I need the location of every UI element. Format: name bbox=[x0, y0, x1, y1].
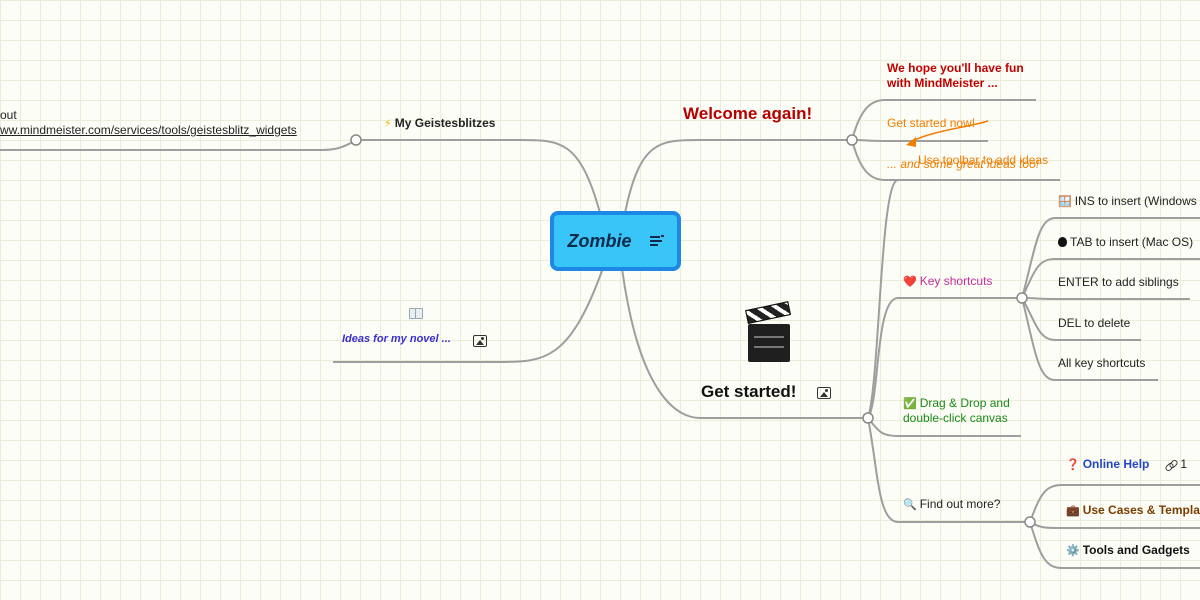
image-icon[interactable] bbox=[817, 387, 831, 399]
briefcase-icon: 💼 bbox=[1066, 504, 1080, 517]
windows-icon: 🪟 bbox=[1058, 195, 1072, 208]
image-icon[interactable] bbox=[473, 335, 487, 347]
topic-label: Online Help bbox=[1082, 457, 1150, 471]
attached-links[interactable]: 1 bbox=[1164, 457, 1188, 473]
topic-get-started-now[interactable]: Get started now! bbox=[887, 116, 975, 130]
topic-label: ENTER to add siblings bbox=[1058, 275, 1179, 289]
central-node-title: Zombie bbox=[567, 230, 632, 251]
topic-label: Welcome again! bbox=[683, 104, 813, 123]
topic-label: All key shortcuts bbox=[1058, 356, 1146, 370]
link-icon bbox=[1164, 458, 1179, 473]
topic-tools-and-gadgets[interactable]: ⚙️Tools and Gadgets bbox=[1066, 543, 1190, 557]
topic-use-toolbar[interactable]: Use toolbar to add ideas bbox=[918, 153, 1048, 167]
geistesblitz-widgets-link[interactable]: ww.mindmeister.com/services/tools/geiste… bbox=[0, 123, 297, 137]
note-icon[interactable] bbox=[649, 235, 664, 247]
gear-icon: ⚙️ bbox=[1066, 544, 1080, 557]
topic-great-ideas[interactable]: ... and some great ideas too! bbox=[887, 157, 1039, 171]
topic-label: My Geistesblitzes bbox=[394, 116, 496, 130]
apple-icon bbox=[1058, 237, 1067, 247]
link-label: ww.mindmeister.com/services/tools/geiste… bbox=[0, 123, 297, 137]
topic-label: ... and some great ideas too! bbox=[887, 157, 1040, 171]
clapperboard-icon bbox=[745, 301, 792, 364]
topic-tab-to-insert[interactable]: TAB to insert (Mac OS) bbox=[1058, 235, 1193, 249]
topic-label-line1: Drag & Drop and bbox=[919, 396, 1010, 410]
heart-icon: ❤️ bbox=[903, 275, 917, 288]
topic-label: Ideas for my novel ... bbox=[342, 333, 451, 345]
topic-enter-add-siblings[interactable]: ENTER to add siblings bbox=[1058, 275, 1179, 289]
topic-label: Key shortcuts bbox=[919, 274, 993, 288]
topic-label: Find out more? bbox=[919, 497, 1001, 511]
topic-find-out-more[interactable]: 🔍Find out more? bbox=[903, 497, 1000, 511]
topic-label: Tools and Gadgets bbox=[1082, 543, 1190, 557]
topic-key-shortcuts[interactable]: ❤️Key shortcuts bbox=[903, 274, 992, 288]
topic-label: out bbox=[0, 108, 17, 122]
link-count: 1 bbox=[1180, 457, 1188, 471]
central-node[interactable]: Zombie bbox=[550, 211, 681, 271]
topic-label: Get started! bbox=[701, 382, 797, 401]
topic-ideas-for-my-novel[interactable]: Ideas for my novel ... bbox=[342, 333, 451, 345]
topic-use-cases-templates[interactable]: 💼Use Cases & Templat bbox=[1066, 503, 1200, 517]
topic-get-started[interactable]: Get started! bbox=[701, 382, 796, 402]
check-icon: ✅ bbox=[903, 397, 917, 410]
topic-label-line2: double-click canvas bbox=[903, 411, 1008, 425]
lightning-icon: ⚡ bbox=[384, 117, 392, 130]
topic-label: DEL to delete bbox=[1058, 316, 1131, 330]
topic-label-line1: We hope you'll have fun bbox=[887, 61, 1024, 75]
topic-welcome-again[interactable]: Welcome again! bbox=[683, 104, 812, 124]
topic-label: Use Cases & Templat bbox=[1082, 503, 1200, 517]
magnifier-icon: 🔍 bbox=[903, 498, 917, 511]
topic-del-to-delete[interactable]: DEL to delete bbox=[1058, 316, 1130, 330]
topic-label: TAB to insert (Mac OS) bbox=[1070, 235, 1194, 249]
topic-geistesblitz-note-line1[interactable]: out bbox=[0, 108, 17, 122]
topic-have-fun[interactable]: We hope you'll have fun with MindMeister… bbox=[887, 61, 1024, 91]
topic-label: Use toolbar to add ideas bbox=[918, 153, 1049, 167]
topic-label: Get started now! bbox=[887, 116, 976, 130]
topic-label-line2: with MindMeister ... bbox=[887, 76, 998, 90]
topic-drag-and-drop[interactable]: ✅Drag & Drop and double-click canvas bbox=[903, 396, 1010, 426]
topic-ins-to-insert[interactable]: 🪟INS to insert (Windows bbox=[1058, 194, 1197, 208]
question-icon: ❓ bbox=[1066, 458, 1080, 471]
book-icon bbox=[409, 308, 423, 319]
topic-online-help[interactable]: ❓Online Help bbox=[1066, 457, 1149, 471]
topic-label: INS to insert (Windows bbox=[1074, 194, 1197, 208]
topic-my-geistesblitzes[interactable]: ⚡My Geistesblitzes bbox=[384, 116, 495, 130]
topic-all-key-shortcuts[interactable]: All key shortcuts bbox=[1058, 356, 1145, 370]
